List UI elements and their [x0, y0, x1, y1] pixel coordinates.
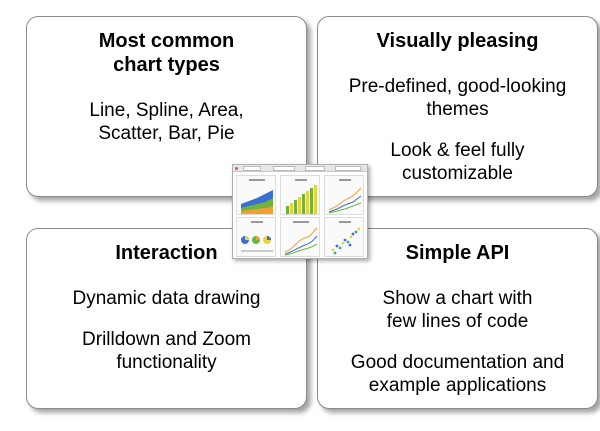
pie-chart-icon [236, 217, 276, 257]
card-body: Dynamic data drawing [72, 288, 261, 309]
thumbnail-toolbar [233, 165, 367, 172]
toolbar-control [273, 166, 295, 171]
toolbar-control [243, 166, 261, 171]
card-title: Simple API [405, 242, 510, 264]
card-interaction: Interaction Dynamic data drawing Drilldo… [26, 228, 307, 409]
card-body: Pre-defined, good-looking themes [348, 76, 567, 120]
card-body: Look & feel fully customizable [390, 140, 525, 184]
card-title: Visually pleasing [376, 30, 539, 52]
card-title: Interaction [115, 242, 218, 264]
scatter-chart-icon [324, 217, 364, 257]
toolbar-control [335, 166, 361, 171]
card-body: Line, Spline, Area, Scatter, Bar, Pie [89, 100, 244, 144]
card-chart-types: Most common chart types Line, Spline, Ar… [26, 16, 307, 197]
area-chart-icon [236, 175, 276, 215]
toolbar-control [305, 166, 325, 171]
card-body: Good documentation and example applicati… [350, 352, 565, 396]
bar-chart-icon [280, 175, 320, 215]
card-title: Most common chart types [98, 30, 235, 76]
card-body: Drilldown and Zoom functionality [82, 329, 251, 373]
card-body: Show a chart with few lines of code [382, 288, 533, 332]
spline-chart-icon [280, 217, 320, 257]
line-chart-icon [324, 175, 364, 215]
app-screenshot-thumbnail [232, 164, 368, 259]
window-dot-icon [235, 167, 238, 170]
